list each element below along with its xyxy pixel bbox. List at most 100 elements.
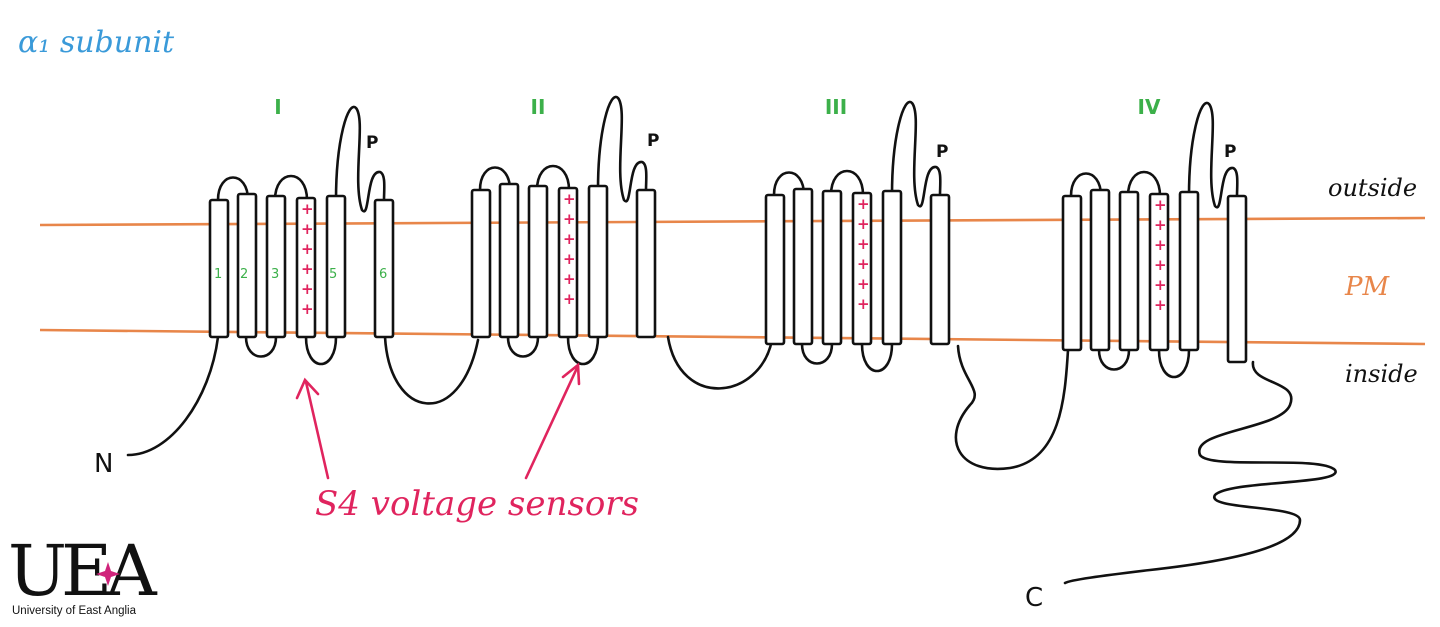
charge-plus-icon: +: [563, 190, 576, 208]
charge-plus-icon: +: [301, 240, 314, 258]
s4-arrow-domain-I: [304, 380, 330, 480]
segment-s2: [236, 192, 258, 339]
p-loop: [334, 105, 386, 213]
segment-s3: [527, 184, 549, 339]
pm-label: PM: [1344, 272, 1390, 302]
diagram-title: α₁ subunit: [18, 25, 175, 60]
loop-s2-s3: [506, 335, 540, 358]
loop-s4-s5: [304, 335, 338, 366]
p-loop: [1187, 101, 1239, 209]
charge-plus-icon: +: [1154, 276, 1167, 294]
s4-voltage-sensors-label: S4 voltage sensors: [315, 484, 639, 524]
segment-s5: [587, 184, 609, 339]
uea-logo: UEA University of East Anglia: [8, 530, 164, 617]
charge-plus-icon: +: [563, 270, 576, 288]
linker-II-III: [666, 335, 774, 390]
segment-s4: [851, 191, 873, 346]
intracellular-linkers: [126, 335, 1337, 585]
charge-plus-icon: +: [301, 280, 314, 298]
linker-III-IV: [954, 344, 1070, 471]
segment-s6: [1226, 194, 1248, 364]
charge-plus-icon: +: [563, 230, 576, 248]
linker-I-II: [383, 335, 480, 405]
domain-IV: + + + + + + IV P: [1061, 95, 1248, 379]
inside-label: inside: [1345, 360, 1418, 388]
domain-label: I: [274, 95, 281, 119]
domain-label: II: [531, 95, 546, 119]
segment-s1: [208, 198, 230, 339]
segment-number: 3: [271, 267, 279, 282]
loop-s4-s5: [566, 335, 600, 366]
charge-plus-icon: +: [301, 300, 314, 318]
pore-label: P: [1224, 142, 1236, 162]
segment-s5: [325, 194, 347, 339]
loop-s4-s5: [860, 342, 894, 373]
segment-s2: [792, 187, 814, 346]
segment-s5: [1178, 190, 1200, 352]
s4-arrowhead-domain-I: [295, 377, 320, 400]
loop-s3-s4: [273, 174, 309, 202]
charge-plus-icon: +: [1154, 256, 1167, 274]
segment-s1: [1061, 194, 1083, 352]
segment-s3: [1118, 190, 1140, 352]
c-terminus-label: C: [1025, 583, 1043, 613]
segment-s3: [265, 194, 287, 339]
loop-s2-s3: [1097, 348, 1131, 371]
n-terminus-label: N: [94, 449, 113, 479]
c-terminal-tail: [1063, 360, 1337, 585]
domain-label: IV: [1138, 95, 1161, 119]
pore-label: P: [366, 133, 378, 153]
charge-plus-icon: +: [563, 290, 576, 308]
uea-logo-name: University of East Anglia: [12, 605, 137, 617]
segment-s1: [470, 188, 492, 339]
loop-s1-s2: [216, 176, 250, 202]
charge-plus-icon: +: [857, 215, 870, 233]
loop-s1-s2: [772, 171, 806, 197]
charge-plus-icon: +: [857, 275, 870, 293]
n-terminal-tail: [126, 335, 220, 457]
segment-s2: [498, 182, 520, 339]
segment-s5: [881, 189, 903, 346]
s4-arrowhead-domain-II: [561, 362, 581, 386]
domain-label: III: [825, 95, 847, 119]
s4-arrows: [295, 362, 581, 480]
p-loop: [890, 100, 942, 208]
segment-s4: [295, 196, 317, 339]
charge-plus-icon: +: [1154, 296, 1167, 314]
loop-s2-s3: [244, 335, 278, 358]
charge-plus-icon: +: [301, 220, 314, 238]
loop-s1-s2: [1069, 172, 1103, 198]
segment-s6: [929, 193, 951, 346]
domain-II: ++++++IIP: [470, 95, 659, 366]
p-loop: [596, 95, 648, 203]
uea-logo-star-icon: [96, 562, 120, 586]
segment-s6: [373, 198, 395, 339]
loop-s3-s4: [535, 164, 571, 192]
segment-s4: [557, 186, 579, 339]
segment-number: 1: [214, 267, 222, 282]
charge-plus-icon: +: [301, 200, 314, 218]
charge-plus-icon: +: [1154, 216, 1167, 234]
charge-plus-icon: +: [1154, 196, 1167, 214]
loop-s3-s4: [1126, 170, 1162, 198]
charge-plus-icon: +: [563, 250, 576, 268]
pore-label: P: [936, 142, 948, 162]
uea-logo-mark: UEA: [8, 530, 158, 612]
charge-plus-icon: +: [857, 195, 870, 213]
charge-plus-icon: +: [857, 295, 870, 313]
segment-number: 5: [329, 267, 337, 282]
loop-s2-s3: [800, 342, 834, 365]
charge-plus-icon: +: [1154, 236, 1167, 254]
segment-s3: [821, 189, 843, 346]
s4-arrow-domain-II: [524, 366, 579, 480]
domain-I: + + + + + + I P 1 2 3 5 6: [208, 95, 395, 366]
segment-s6: [635, 188, 657, 339]
charge-plus-icon: +: [563, 210, 576, 228]
charge-plus-icon: +: [301, 260, 314, 278]
segment-number: 2: [240, 267, 248, 282]
segment-s4: [1148, 192, 1170, 352]
segment-number: 6: [379, 267, 387, 282]
